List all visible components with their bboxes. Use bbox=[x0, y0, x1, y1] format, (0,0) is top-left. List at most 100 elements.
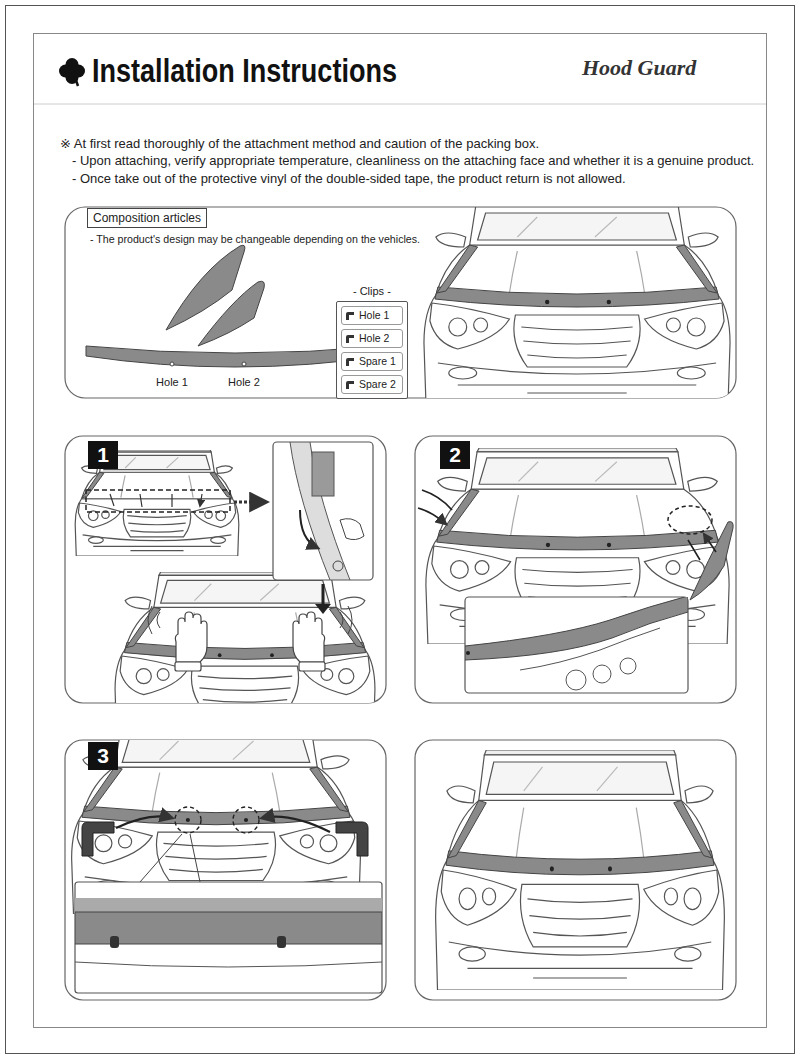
page-frame bbox=[6, 6, 795, 1054]
node-text: 3 bbox=[97, 744, 109, 768]
step4-drawing bbox=[436, 750, 725, 990]
step2-drawing bbox=[620, 658, 636, 674]
step1-drawing bbox=[340, 519, 364, 540]
step2-drawing bbox=[690, 522, 733, 600]
step1-drawing bbox=[315, 604, 331, 614]
step2-drawing bbox=[466, 651, 470, 655]
clip-box: Hole 1 Hole 2 Spare 1 Spare 2 bbox=[336, 301, 408, 399]
step3-drawing bbox=[84, 767, 122, 812]
step3-drawing bbox=[175, 807, 201, 833]
step3-drawing bbox=[336, 822, 368, 856]
clip-icon bbox=[346, 312, 354, 320]
clover-icon bbox=[59, 65, 72, 78]
panel-frames bbox=[415, 740, 736, 1000]
step1-drawing bbox=[234, 501, 266, 504]
step3-drawing bbox=[75, 882, 382, 993]
step2-drawing bbox=[465, 597, 688, 690]
note-text: - Once take out of the protective vinyl … bbox=[72, 171, 626, 187]
step4-drawing bbox=[436, 750, 725, 990]
part-label: Hole 1 bbox=[156, 376, 188, 389]
page-frame bbox=[6, 6, 795, 1054]
step3-drawing bbox=[233, 807, 259, 833]
clip-icon bbox=[346, 358, 354, 366]
page-title: Installation Instructions bbox=[92, 50, 397, 91]
step1-drawing bbox=[75, 442, 375, 703]
step4-drawing bbox=[446, 851, 714, 875]
clip-item: Hole 2 bbox=[341, 329, 403, 348]
note-text: ※ At first read thoroughly of the attach… bbox=[60, 136, 539, 152]
node-text: 2 bbox=[449, 443, 461, 467]
step3-drawing bbox=[110, 936, 119, 948]
step1-drawing bbox=[300, 510, 318, 548]
clip-icon bbox=[346, 335, 354, 343]
step1-drawing bbox=[124, 643, 365, 660]
step2-drawing bbox=[668, 506, 712, 534]
node-text: Composition articles bbox=[93, 211, 201, 225]
step-number: 3 bbox=[88, 742, 118, 770]
clip-item: Spare 2 bbox=[341, 375, 403, 394]
step3-drawing bbox=[82, 822, 114, 856]
page-frame bbox=[34, 34, 767, 1028]
page-frame bbox=[34, 104, 766, 105]
step3-drawing bbox=[116, 816, 172, 828]
guard-parts bbox=[170, 362, 174, 366]
car-drawing bbox=[437, 245, 478, 293]
car-drawing bbox=[424, 207, 730, 398]
node-text: Hole 2 bbox=[359, 332, 389, 345]
step2-drawing bbox=[418, 490, 452, 524]
note-text: - Upon attaching, verify appropriate tem… bbox=[72, 153, 754, 169]
section-tag: Composition articles bbox=[87, 208, 207, 228]
group-heading: - Clips - bbox=[353, 284, 391, 298]
step1-drawing bbox=[290, 442, 350, 580]
clover-icon bbox=[59, 58, 85, 86]
step-number: 1 bbox=[88, 441, 118, 469]
car-drawing bbox=[676, 245, 717, 293]
clip-item: Spare 1 bbox=[341, 352, 403, 371]
step3-drawing bbox=[277, 936, 286, 948]
step3-drawing bbox=[310, 767, 348, 812]
step2-drawing bbox=[418, 448, 733, 693]
step3-drawing bbox=[140, 834, 200, 882]
clip-group: - Clips - Hole 1 Hole 2 Spare 1 Spare 2 bbox=[336, 284, 408, 399]
step2-drawing bbox=[593, 665, 611, 683]
step3-drawing bbox=[75, 898, 382, 912]
step1-drawing bbox=[175, 662, 201, 671]
clip-item: Hole 1 bbox=[341, 306, 403, 325]
step2-drawing bbox=[465, 597, 688, 693]
clover-icon bbox=[73, 72, 78, 86]
car-drawing bbox=[424, 207, 730, 398]
step4-drawing bbox=[674, 800, 712, 858]
step1-drawing bbox=[293, 612, 325, 662]
step1-drawing bbox=[210, 472, 232, 497]
clip-icon bbox=[346, 381, 354, 389]
step2-drawing bbox=[520, 628, 660, 670]
step1-drawing bbox=[299, 662, 325, 671]
clip-icon bbox=[345, 357, 355, 367]
note-text: - The product's design may be changeable… bbox=[90, 233, 420, 246]
node-text: 1 bbox=[97, 443, 109, 467]
clip-icon bbox=[345, 380, 355, 390]
car-drawing bbox=[435, 287, 719, 307]
part-label: Hole 2 bbox=[228, 376, 260, 389]
step1-drawing bbox=[110, 494, 202, 507]
step1-drawing bbox=[86, 490, 230, 512]
step1-drawing bbox=[175, 612, 207, 662]
step1-drawing bbox=[175, 612, 325, 671]
step3-drawing bbox=[75, 898, 382, 967]
step1-drawing bbox=[115, 572, 375, 703]
step3-drawing bbox=[336, 822, 368, 856]
node-text: Hole 1 bbox=[359, 309, 389, 322]
step1-drawing bbox=[175, 612, 207, 671]
step4-drawing bbox=[448, 800, 486, 858]
step2-drawing bbox=[437, 530, 719, 550]
step2-drawing bbox=[566, 670, 586, 690]
step2-drawing bbox=[439, 489, 479, 536]
step1-drawing bbox=[312, 452, 334, 496]
step2-drawing bbox=[465, 597, 688, 660]
step3-drawing bbox=[72, 740, 382, 993]
clip-icon bbox=[345, 334, 355, 344]
guard-parts bbox=[198, 281, 264, 346]
node-text: Spare 1 bbox=[359, 355, 396, 368]
